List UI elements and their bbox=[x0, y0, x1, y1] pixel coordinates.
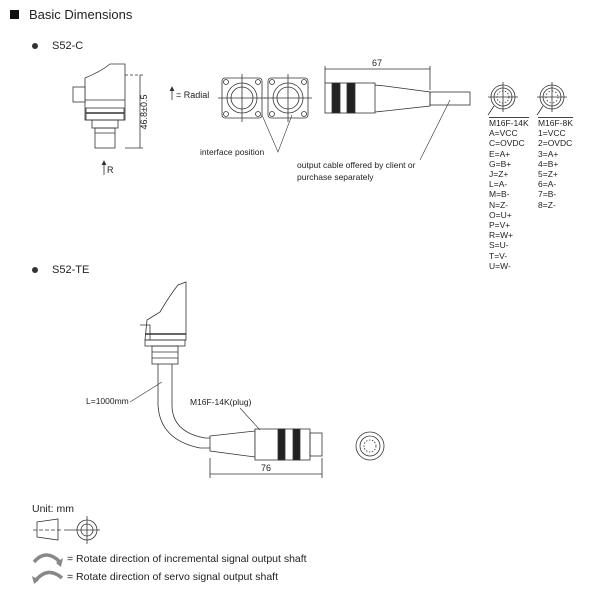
pin-face-s52te bbox=[355, 431, 385, 461]
pin-assignment: P=V+ bbox=[489, 220, 511, 231]
pin-assignment: 6=A- bbox=[538, 179, 557, 190]
pin-assignment: C=OVDC bbox=[489, 138, 525, 149]
pin-assignment: 1=VCC bbox=[538, 128, 566, 139]
pin-face-14k bbox=[487, 82, 518, 116]
interface-position-label: interface position bbox=[200, 147, 265, 157]
section-label: S52-C bbox=[52, 40, 84, 52]
pin-assignment: 8=Z- bbox=[538, 199, 556, 210]
radial-label: = Radial bbox=[176, 90, 209, 100]
cable-plug-s52c bbox=[324, 66, 471, 114]
pin-assignment: G=B+ bbox=[489, 158, 512, 169]
section-s52te-heading: S52-TE bbox=[32, 264, 89, 276]
pin-assignment: O=U+ bbox=[489, 209, 512, 220]
connector-flange-14k bbox=[218, 74, 266, 122]
section-s52c-heading: S52-C bbox=[32, 40, 83, 52]
cable-note-line2: purchase separately bbox=[297, 172, 374, 182]
pin-assignment: J=Z+ bbox=[489, 169, 509, 180]
connector-flange-8k bbox=[264, 74, 312, 122]
pin-assignment: T=V- bbox=[489, 250, 508, 261]
bullet-icon bbox=[32, 267, 38, 273]
cable-length-label: L=1000mm bbox=[86, 396, 129, 406]
page-title: Basic Dimensions bbox=[10, 7, 132, 22]
pin-assignment: L=A- bbox=[489, 179, 508, 190]
pinout-title: M16F-14K bbox=[489, 117, 529, 128]
pin-assignment: 5=Z+ bbox=[538, 169, 558, 180]
encoder-side-view-s52c bbox=[72, 63, 143, 149]
pin-assignment: 2=OVDC bbox=[538, 138, 573, 149]
pin-assignment: 4=B+ bbox=[538, 158, 559, 169]
pin-assignment: N=Z- bbox=[489, 199, 509, 210]
rotate-cw-arrow-icon bbox=[32, 553, 63, 567]
pin-assignment: U=W- bbox=[489, 260, 511, 271]
section-label: S52-TE bbox=[52, 264, 90, 276]
cable-length-dimension: 67 bbox=[372, 58, 382, 68]
title-square-icon bbox=[10, 10, 19, 19]
cable-note-line1: output cable offered by client or bbox=[297, 160, 416, 170]
pin-assignment: 3=A+ bbox=[538, 148, 559, 159]
title-text: Basic Dimensions bbox=[29, 7, 133, 22]
pin-assignment: M=B- bbox=[489, 189, 510, 200]
pin-assignment: E=A+ bbox=[489, 148, 511, 159]
r-label: R bbox=[107, 165, 114, 175]
bullet-icon bbox=[32, 43, 38, 49]
pin-assignment: 7=B- bbox=[538, 189, 557, 200]
legend-incremental: = Rotate direction of incremental signal… bbox=[67, 553, 307, 565]
plug-length-dimension: 76 bbox=[261, 463, 271, 473]
height-dimension: 46.8±0.5 bbox=[139, 95, 149, 130]
pin-assignment: S=U- bbox=[489, 240, 509, 251]
pin-face-8k bbox=[536, 82, 567, 116]
legend-servo: = Rotate direction of servo signal outpu… bbox=[67, 571, 278, 583]
pinout-title: M16F-8K bbox=[538, 117, 573, 128]
projection-symbol-icon bbox=[33, 516, 100, 544]
pin-assignment: A=VCC bbox=[489, 128, 518, 139]
plug-label: M16F-14K(plug) bbox=[190, 397, 252, 407]
pin-assignment: R=W+ bbox=[489, 230, 514, 241]
unit-label: Unit: mm bbox=[32, 503, 74, 515]
plug-s52te bbox=[209, 407, 323, 478]
rotate-ccw-arrow-icon bbox=[32, 570, 64, 584]
encoder-side-view-s52te bbox=[129, 281, 210, 449]
